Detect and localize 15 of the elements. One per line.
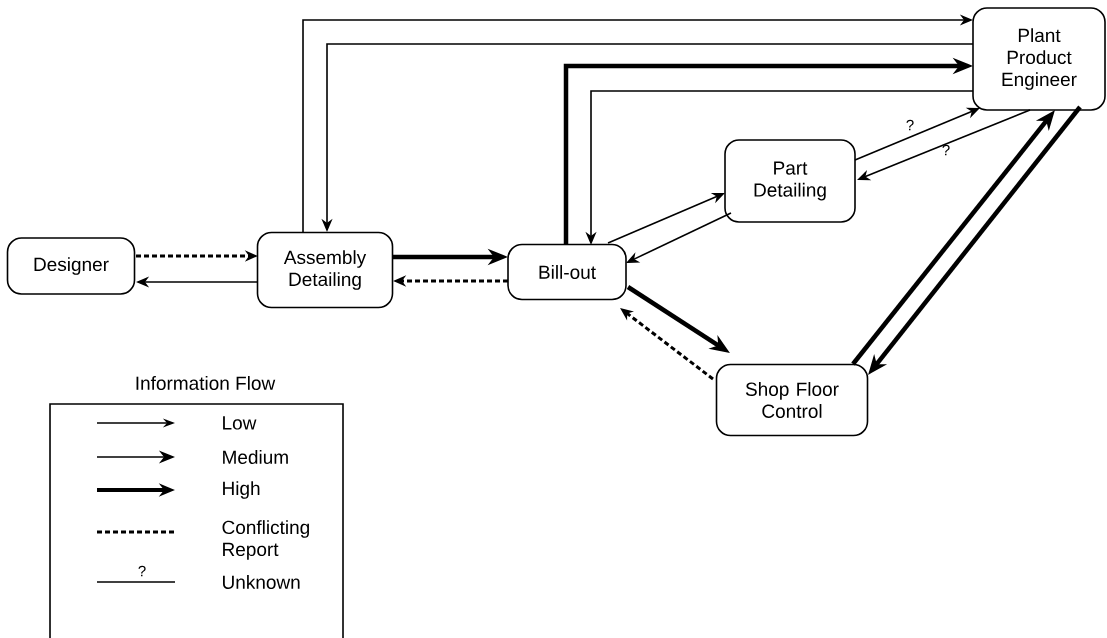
process-box: Designer: [6, 237, 136, 295]
legend-text: Conflicting Report: [222, 520, 309, 560]
process-box: Shop Floor Control: [715, 363, 869, 437]
edge-label: ?: [942, 144, 950, 156]
process-box: Bill-out: [507, 243, 627, 301]
process-box: Assembly Detailing: [256, 231, 394, 309]
legend-question-mark: ?: [138, 565, 146, 577]
legend-text: Medium: [223, 450, 288, 464]
process-box: Part Detailing: [724, 139, 856, 223]
process-box: Plant Product Engineer: [972, 7, 1106, 111]
legend-text: High: [223, 481, 260, 499]
legend-text: Low: [223, 416, 257, 430]
edge-label: ?: [906, 119, 914, 131]
legend-text: Unknown: [223, 575, 300, 589]
legend-title: Information Flow: [136, 376, 276, 390]
